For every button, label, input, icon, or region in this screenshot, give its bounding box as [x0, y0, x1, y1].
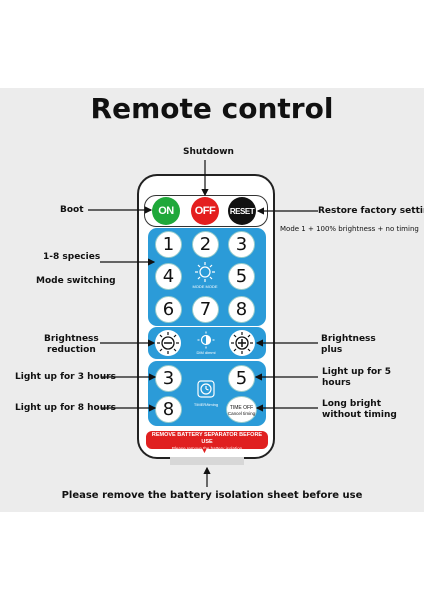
on-button[interactable]: ON [152, 197, 180, 225]
label-light-8h: Light up for 8 hours [15, 403, 116, 413]
down-arrow-icon: ▼ [201, 448, 208, 455]
label-long-bright-2: without timing [322, 410, 397, 420]
sun-gear-icon [195, 262, 215, 282]
label-brightness-reduction: Brightness reduction [44, 334, 99, 356]
mode-caption: MODE MODE [192, 284, 218, 289]
label-mode-switching: Mode switching [36, 276, 116, 286]
label-brightness-reduction-1: Brightness [44, 334, 99, 344]
time-off-button[interactable]: TIME OFF Cancel timing [226, 396, 257, 423]
label-species: 1-8 species [43, 252, 101, 262]
mode-button-7[interactable]: 7 [192, 296, 219, 323]
mode-button-1[interactable]: 1 [155, 231, 182, 258]
timer-button-5h[interactable]: 5 [228, 365, 255, 392]
label-long-bright-1: Long bright [322, 399, 382, 409]
mode-button-5[interactable]: 5 [228, 263, 255, 290]
battery-tab[interactable] [170, 457, 244, 465]
brightness-plus-icon[interactable] [228, 329, 256, 357]
label-boot: Boot [60, 205, 84, 215]
label-restore-note: Mode 1 + 100% brightness + no timing [280, 225, 419, 233]
label-light-5h: Light up for 5 hours [322, 367, 391, 389]
battery-note: Please remove the battery isolation shee… [61, 490, 363, 501]
reset-button[interactable]: RESET [228, 197, 256, 225]
warning-sub-2: sheet before use [190, 451, 224, 456]
label-shutdown: Shutdown [183, 147, 234, 157]
off-button[interactable]: OFF [191, 197, 219, 225]
label-brightness-plus-1: Brightness [321, 334, 376, 344]
cancel-timing-label: Cancel timing [227, 411, 256, 416]
time-off-label: TIME OFF [229, 405, 254, 411]
mode-button-3[interactable]: 3 [228, 231, 255, 258]
mode-button-6[interactable]: 6 [155, 296, 182, 323]
timer-caption: TIMER/timing [193, 402, 219, 407]
label-brightness-plus: Brightness plus [321, 334, 376, 356]
warning-sub-1: Please remove the battery isolation [171, 446, 243, 451]
page-title: Remote control [90, 92, 334, 125]
label-light-5h-1: Light up for 5 [322, 367, 392, 377]
dim-caption: DIM dimmi [196, 350, 216, 355]
mode-button-8[interactable]: 8 [228, 296, 255, 323]
label-brightness-plus-2: plus [321, 345, 343, 355]
label-long-bright: Long bright without timing [322, 399, 397, 421]
mode-button-2[interactable]: 2 [192, 231, 219, 258]
warning-title: REMOVE BATTERY SEPARATOR BEFORE USE [151, 432, 263, 445]
brightness-half-icon [197, 331, 215, 349]
label-light-5h-2: hours [322, 378, 351, 388]
brightness-minus-icon[interactable] [154, 329, 182, 357]
timer-button-3h[interactable]: 3 [155, 365, 182, 392]
timer-button-8h[interactable]: 8 [155, 396, 182, 423]
battery-warning-strip: REMOVE BATTERY SEPARATOR BEFORE USE Plea… [146, 431, 268, 456]
label-restore: Restore factory settings [318, 206, 424, 216]
label-light-3h: Light up for 3 hours [15, 372, 116, 382]
label-brightness-reduction-2: reduction [47, 345, 96, 355]
mode-button-4[interactable]: 4 [155, 263, 182, 290]
alarm-clock-icon [197, 380, 215, 398]
